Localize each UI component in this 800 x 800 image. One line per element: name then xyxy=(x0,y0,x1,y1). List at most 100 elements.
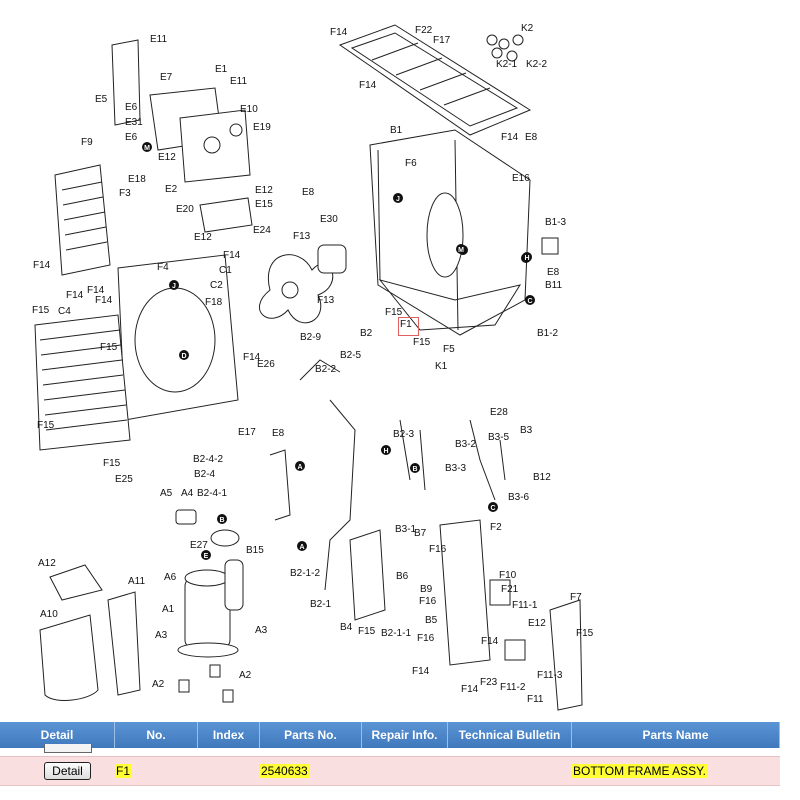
front-grille-drawing xyxy=(34,314,131,451)
part-label: E31 xyxy=(125,117,143,128)
part-label: B3-6 xyxy=(508,492,530,503)
reference-markers: MJJAABBCCDEHHJMH xyxy=(142,142,535,560)
part-label: A5 xyxy=(160,488,173,499)
top-panel-drawing xyxy=(338,24,532,136)
part-label: F14 xyxy=(243,352,261,363)
part-label: F9 xyxy=(81,137,93,148)
part-label: B7 xyxy=(414,528,427,539)
row-parts-name: BOTTOM FRAME ASSY. xyxy=(572,764,707,778)
part-label: K2-1 xyxy=(496,59,518,70)
previous-row-edge xyxy=(0,744,780,756)
svg-text:J: J xyxy=(396,196,400,203)
part-label: F3 xyxy=(119,188,131,199)
part-label: E1 xyxy=(215,64,228,75)
part-label: F15 xyxy=(358,626,376,637)
fan-drawing xyxy=(258,244,347,324)
part-label: C1 xyxy=(219,265,232,276)
part-label: B2-4 xyxy=(194,469,216,480)
part-label: B2-3 xyxy=(393,429,415,440)
part-label: F15 xyxy=(413,337,431,348)
part-label: F15 xyxy=(37,420,55,431)
piping-drawing xyxy=(269,359,506,591)
part-label: B5 xyxy=(425,615,438,626)
part-label: E8 xyxy=(547,267,560,278)
part-label: B1-3 xyxy=(545,217,567,228)
part-label: F4 xyxy=(157,262,169,273)
part-label: F15 xyxy=(576,628,594,639)
side-panel-drawing xyxy=(349,519,583,711)
part-label: B2-1-2 xyxy=(290,568,320,579)
col-no: No. xyxy=(115,722,198,748)
svg-text:M: M xyxy=(144,145,150,152)
part-label: B3-2 xyxy=(455,439,477,450)
part-label: E12 xyxy=(194,232,212,243)
part-label: A3 xyxy=(155,630,168,641)
svg-text:J: J xyxy=(172,283,176,290)
svg-text:C: C xyxy=(490,505,495,512)
part-label: F14 xyxy=(412,666,430,677)
marker-m: M xyxy=(142,142,152,152)
part-label: E11 xyxy=(230,76,247,87)
part-label: F11-1 xyxy=(512,600,538,611)
selected-part-highlight xyxy=(398,317,419,336)
part-label: K2 xyxy=(521,23,534,34)
part-label: E6 xyxy=(125,102,138,113)
part-label: F13 xyxy=(293,231,311,242)
part-label: F17 xyxy=(433,35,451,46)
part-label: F11-2 xyxy=(500,682,526,693)
previous-detail-button[interactable] xyxy=(44,744,92,753)
part-label: A12 xyxy=(38,558,56,569)
part-label: B1 xyxy=(390,125,403,136)
part-label: F15 xyxy=(100,342,118,353)
part-label: A3 xyxy=(255,625,268,636)
part-label: E16 xyxy=(512,173,530,184)
marker-a: A xyxy=(295,461,305,471)
part-label: E8 xyxy=(525,132,538,143)
part-label: F14 xyxy=(66,290,84,301)
part-label: F15 xyxy=(32,305,50,316)
part-label: E17 xyxy=(238,427,256,438)
part-label: E7 xyxy=(160,72,173,83)
part-label: B9 xyxy=(420,584,433,595)
part-label: B4 xyxy=(340,622,353,633)
part-label: F14 xyxy=(330,27,348,38)
part-label: E20 xyxy=(176,204,194,215)
marker-d: D xyxy=(179,350,189,360)
part-label: A4 xyxy=(181,488,194,499)
part-label: F14 xyxy=(87,285,105,296)
part-label: E10 xyxy=(240,104,258,115)
part-label: F14 xyxy=(223,250,241,261)
parts-table: Detail No. Index Parts No. Repair Info. … xyxy=(0,722,780,786)
part-label: F23 xyxy=(480,677,498,688)
svg-text:B: B xyxy=(412,466,417,473)
part-label: B2-5 xyxy=(340,350,362,361)
part-label: F11-3 xyxy=(537,670,563,681)
part-label: F13 xyxy=(317,295,335,306)
part-label: F10 xyxy=(499,570,517,581)
control-box-drawing xyxy=(111,39,253,233)
part-label: F16 xyxy=(417,633,435,644)
part-label: F14 xyxy=(359,80,377,91)
part-label: E12 xyxy=(528,618,546,629)
part-label: B3 xyxy=(520,425,533,436)
part-label: F21 xyxy=(501,584,519,595)
marker-h: H xyxy=(381,445,391,455)
part-label: B2-2 xyxy=(315,364,337,375)
part-label: B15 xyxy=(246,545,264,556)
part-label: E19 xyxy=(253,122,271,133)
part-label: B2-4-2 xyxy=(193,454,223,465)
part-label: A10 xyxy=(40,609,58,620)
part-label: F16 xyxy=(429,544,447,555)
svg-text:D: D xyxy=(181,353,186,360)
marker-b: B xyxy=(217,514,227,524)
part-label: F15 xyxy=(103,458,121,469)
part-label: E24 xyxy=(253,225,271,236)
part-label: F14 xyxy=(461,684,479,695)
part-label: A11 xyxy=(128,576,145,587)
part-label: E18 xyxy=(128,174,146,185)
part-label: E2 xyxy=(165,184,178,195)
part-label: F7 xyxy=(570,592,582,603)
detail-button[interactable]: Detail xyxy=(44,762,91,780)
